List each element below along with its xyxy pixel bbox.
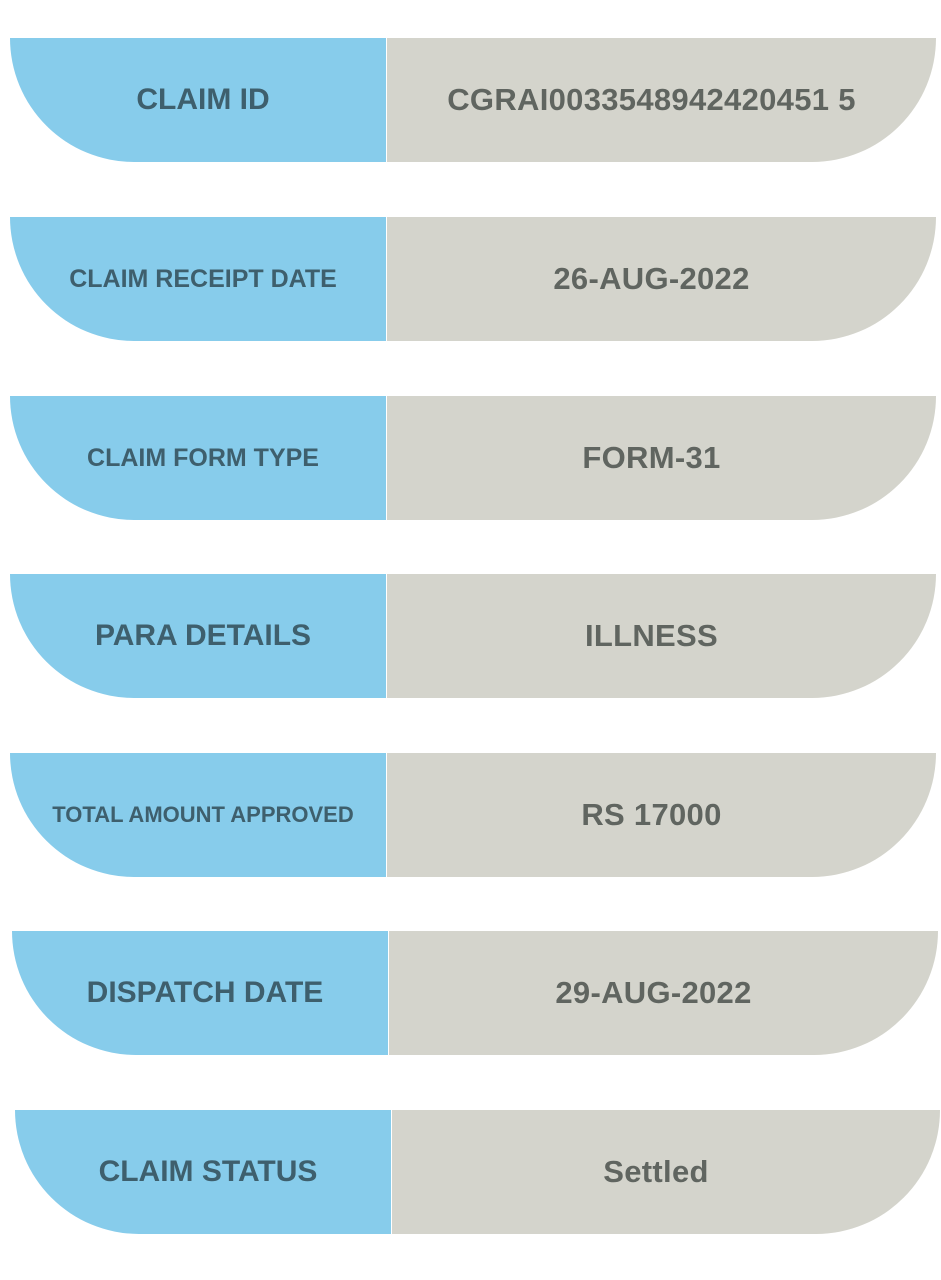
claim-receipt-date-value: 26-AUG-2022: [387, 217, 936, 341]
claim-form-type-row: CLAIM FORM TYPE FORM-31: [10, 396, 936, 520]
claim-receipt-date-row: CLAIM RECEIPT DATE 26-AUG-2022: [10, 217, 936, 341]
claim-form-type-label: CLAIM FORM TYPE: [10, 396, 386, 520]
para-details-label: PARA DETAILS: [10, 574, 386, 698]
total-amount-approved-label: TOTAL AMOUNT APPROVED: [10, 753, 386, 877]
total-amount-approved-value: RS 17000: [387, 753, 936, 877]
para-details-row: PARA DETAILS ILLNESS: [10, 574, 936, 698]
dispatch-date-value: 29-AUG-2022: [389, 931, 938, 1055]
claim-status-label: CLAIM STATUS: [15, 1110, 391, 1234]
claim-id-row: CLAIM ID CGRAI0033548942420451 5: [10, 38, 936, 162]
claim-form-type-value: FORM-31: [387, 396, 936, 520]
claim-status-value: Settled: [392, 1110, 940, 1234]
claim-status-row: CLAIM STATUS Settled: [15, 1110, 940, 1234]
claim-receipt-date-label: CLAIM RECEIPT DATE: [10, 217, 386, 341]
para-details-value: ILLNESS: [387, 574, 936, 698]
total-amount-approved-row: TOTAL AMOUNT APPROVED RS 17000: [10, 753, 936, 877]
dispatch-date-row: DISPATCH DATE 29-AUG-2022: [12, 931, 938, 1055]
dispatch-date-label: DISPATCH DATE: [12, 931, 388, 1055]
claim-id-value: CGRAI0033548942420451 5: [387, 38, 936, 162]
claim-id-label: CLAIM ID: [10, 38, 386, 162]
